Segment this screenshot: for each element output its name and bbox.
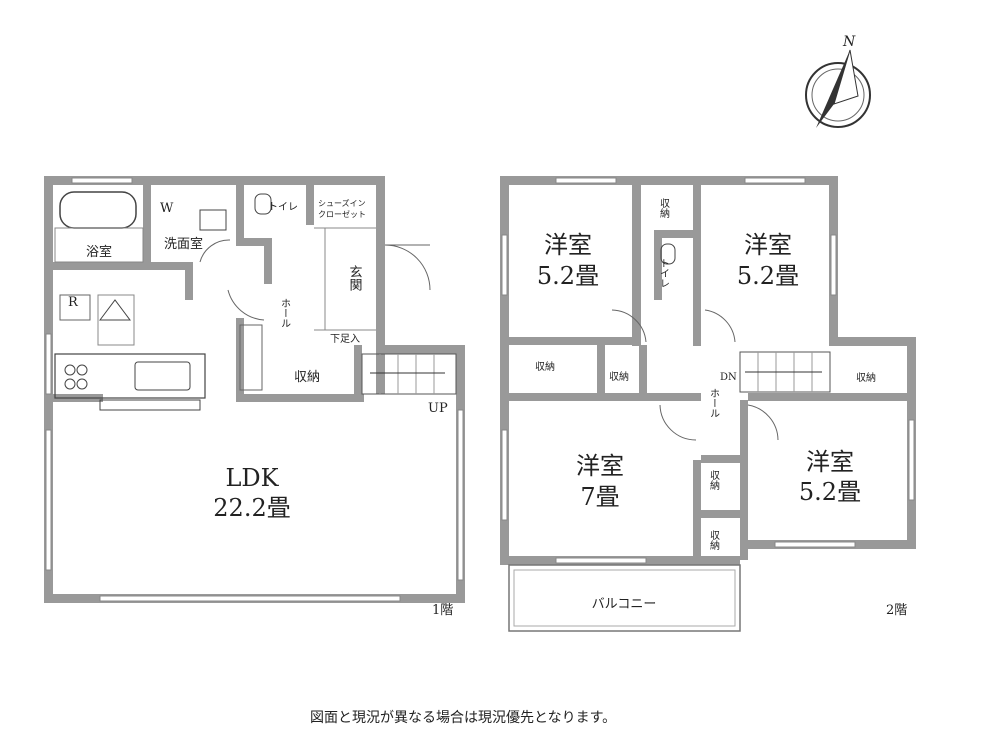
floor2-label: 2階: [886, 603, 907, 618]
floor2-hall-label: ホール: [708, 388, 720, 418]
floor2-wall-west: [500, 176, 509, 564]
room-sw-size: 7畳: [580, 483, 619, 511]
floor2-plan: 洋室 5.2畳 洋室 5.2畳 洋室 7畳 洋室 5.2畳 トイレ ホール DN…: [500, 176, 916, 632]
entrance-label: 玄関: [347, 265, 363, 292]
ldk-name: LDK: [225, 464, 279, 492]
storage-center-upper-label: 収納: [708, 470, 720, 491]
compass-needle-icon: [816, 50, 850, 128]
floor1-label: 1階: [432, 603, 453, 618]
balcony: [508, 564, 741, 632]
floor1-stairs: [361, 353, 457, 395]
ldk-size: 22.2畳: [213, 494, 290, 522]
room-se-size: 5.2畳: [799, 478, 861, 506]
room-nw-name: 洋室: [544, 231, 592, 259]
kitchen-counter: [54, 353, 206, 399]
balcony-label: バルコニー: [592, 597, 657, 612]
footer-note: 図面と現況が異なる場合は現況優先となります。: [310, 710, 616, 726]
storage-right-label: 収納: [856, 371, 876, 384]
room-se-name: 洋室: [806, 448, 854, 476]
room-ne-name: 洋室: [744, 231, 792, 259]
floor2-toilet-label: トイレ: [658, 258, 670, 288]
floor1-storage-label: 収納: [294, 370, 320, 385]
compass-ring: [805, 62, 871, 128]
washroom-label: 洗面室: [164, 236, 203, 252]
bath-label: 浴室: [86, 244, 112, 260]
shoe-closet-label-2: クローゼット: [318, 209, 366, 219]
floor1-hall-label: ホール: [279, 298, 291, 328]
floor2-stairs: [739, 351, 831, 393]
floor1-wall-north: [44, 176, 384, 185]
shoe-closet-label-1: シューズイン: [318, 198, 366, 208]
shoe-area-label: 下足入: [330, 333, 360, 345]
storage-top-label: 収納: [658, 198, 670, 219]
compass: N: [805, 34, 871, 128]
compass-north-label: N: [842, 34, 856, 50]
storage-mid-center-label: 収納: [609, 370, 629, 383]
stairs-down-label: DN: [720, 372, 737, 383]
room-sw-name: 洋室: [576, 452, 624, 480]
floor1-plan: W 浴室 洗面室 トイレ シューズイン クローゼット ホール 玄関 下足入 収納…: [44, 176, 465, 618]
bathtub: [59, 191, 137, 229]
room-nw-size: 5.2畳: [537, 262, 599, 290]
refrigerator-label: R: [68, 295, 79, 310]
storage-mid-left-label: 収納: [535, 360, 555, 373]
washer-label: W: [160, 201, 174, 216]
floor1-toilet-label: トイレ: [268, 202, 298, 213]
storage-center-lower-label: 収納: [708, 530, 720, 551]
room-ne-size: 5.2畳: [737, 262, 799, 290]
stairs-up-label: UP: [428, 401, 448, 416]
